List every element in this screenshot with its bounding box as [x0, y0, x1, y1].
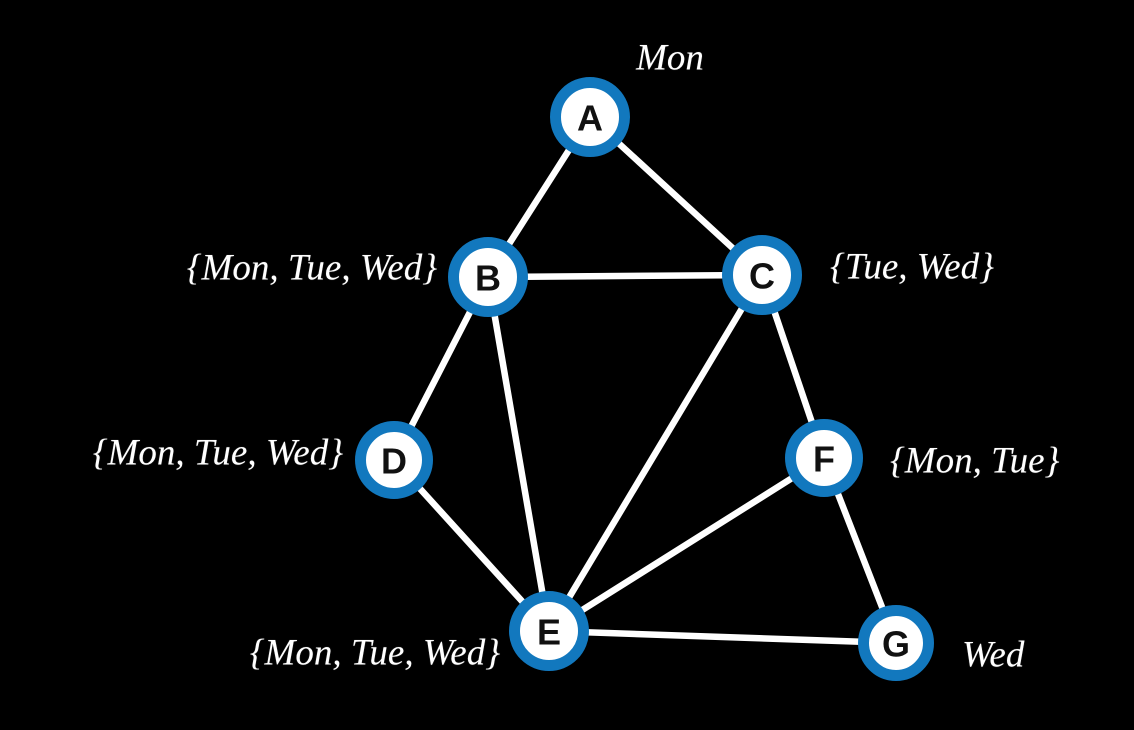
node-domain-label-a: Mon — [636, 37, 704, 79]
node-domain-label-e: {Mon, Tue, Wed} — [249, 632, 500, 674]
graph-edge-d-e — [414, 483, 528, 607]
edge-layer — [407, 138, 887, 646]
graph-edge-a-b — [504, 144, 574, 250]
graph-edge-b-e — [491, 310, 546, 598]
graph-node-d[interactable]: D — [355, 421, 433, 499]
graph-edge-e-f — [577, 473, 797, 615]
graph-edge-b-d — [407, 306, 475, 432]
graph-edge-c-f — [770, 306, 816, 428]
node-circle-d — [355, 421, 433, 499]
node-layer: A B C D E F G — [355, 77, 934, 681]
node-letter-g: G — [882, 624, 910, 665]
graph-node-a[interactable]: A — [550, 77, 630, 157]
graph-node-c[interactable]: C — [722, 235, 802, 315]
node-letter-e: E — [537, 612, 561, 653]
node-domain-label-g: Wed — [962, 634, 1025, 676]
graph-edge-f-g — [833, 488, 887, 614]
node-circle-c — [722, 235, 802, 315]
node-domain-label-c: {Tue, Wed} — [830, 246, 994, 288]
node-domain-label-f: {Mon, Tue} — [890, 440, 1060, 482]
graph-node-b[interactable]: B — [448, 237, 528, 317]
graph-node-f[interactable]: F — [785, 419, 863, 497]
graph-edge-c-e — [564, 303, 747, 603]
node-circle-f — [785, 419, 863, 497]
node-letter-c: C — [749, 256, 775, 297]
graph-edge-e-g — [582, 629, 865, 646]
graph-node-e[interactable]: E — [509, 591, 589, 671]
graph-edge-b-c — [521, 272, 729, 280]
node-letter-f: F — [813, 439, 835, 480]
graph-node-g[interactable]: G — [858, 605, 934, 681]
node-domain-label-b: {Mon, Tue, Wed} — [186, 247, 437, 289]
node-letter-b: B — [475, 258, 501, 299]
node-circle-e — [509, 591, 589, 671]
node-letter-a: A — [577, 98, 603, 139]
node-circle-a — [550, 77, 630, 157]
node-circle-b — [448, 237, 528, 317]
node-circle-g — [858, 605, 934, 681]
node-letter-d: D — [381, 441, 407, 482]
node-domain-label-d: {Mon, Tue, Wed} — [92, 432, 343, 474]
graph-edge-a-c — [613, 138, 739, 254]
